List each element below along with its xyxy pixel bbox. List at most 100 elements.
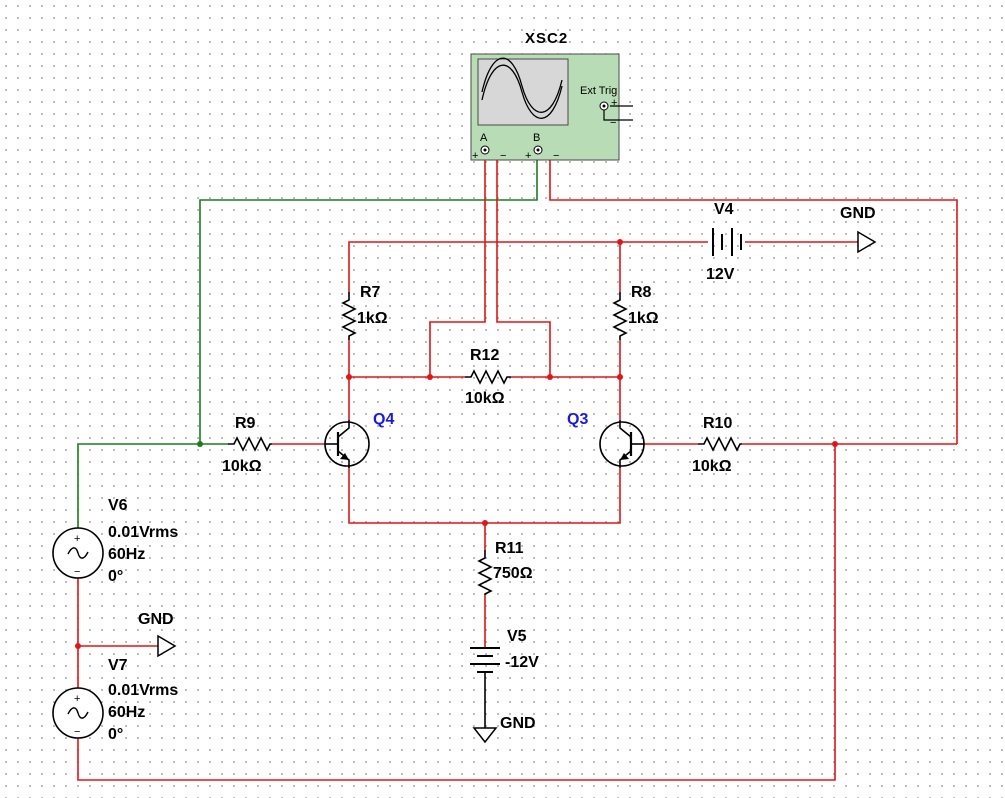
resistor-r7[interactable] (341, 292, 357, 340)
wires (77, 152, 958, 781)
v7-phase: 0° (108, 726, 123, 743)
r12-name: R12 (470, 347, 499, 364)
ground-arrow-icon (857, 230, 877, 254)
junctions (75, 239, 838, 649)
ground-icon[interactable] (157, 634, 177, 658)
r8-value: 1kΩ (628, 310, 659, 327)
v7-frequency: 60Hz (108, 704, 145, 721)
battery-v4[interactable] (712, 228, 742, 256)
oscilloscope-xsc2[interactable]: XSC2 Ext Trig + − A B + − + − (470, 30, 633, 162)
v4-value: 12V (706, 266, 735, 283)
ext-trig-minus: − (610, 117, 616, 129)
r10-name: R10 (703, 415, 732, 432)
wire-v7-return[interactable] (77, 444, 836, 781)
sine-icon (67, 547, 89, 559)
ground-icon[interactable] (857, 230, 877, 254)
wire-scope-a-plus[interactable] (429, 152, 486, 377)
gnd-v4-label: GND (840, 205, 876, 222)
r9-name: R9 (235, 415, 256, 432)
channel-a-minus: − (500, 150, 506, 162)
v6-minus-sign: − (74, 566, 80, 578)
junction-dot (346, 374, 352, 380)
wire-scope-to-input[interactable] (199, 152, 538, 444)
v7-amplitude: 0.01Vrms (108, 682, 178, 699)
junction-dot (547, 374, 553, 380)
resistor-r8[interactable] (612, 292, 628, 340)
v6-name: V6 (108, 497, 128, 514)
junction-dot (832, 441, 838, 447)
scope-name: XSC2 (525, 30, 568, 47)
v7-minus-sign: − (74, 726, 80, 738)
channel-b-label: B (533, 132, 540, 144)
wire-scope-a-minus[interactable] (496, 152, 551, 377)
r9-value: 10kΩ (222, 458, 262, 475)
transistor-collector (619, 420, 632, 438)
ext-trig-terminal-dot (602, 104, 606, 108)
v6-plus-sign: + (74, 533, 80, 545)
wire-vcc-rail[interactable] (348, 241, 708, 292)
r12-value: 10kΩ (465, 390, 505, 407)
ext-trig-lead (603, 110, 633, 121)
q4-name: Q4 (373, 411, 394, 428)
v6-frequency: 60Hz (108, 546, 145, 563)
r7-name: R7 (360, 284, 381, 301)
r10-value: 10kΩ (692, 458, 732, 475)
channel-b-terminal-dot (536, 148, 540, 152)
q3-name: Q3 (567, 411, 588, 428)
transistor-q3[interactable] (599, 420, 645, 468)
r8-name: R8 (631, 284, 652, 301)
transistor-collector (337, 420, 350, 438)
r11-name: R11 (495, 540, 524, 557)
scope-screen (477, 58, 569, 126)
wire-scope-b-loop[interactable] (549, 152, 958, 444)
channel-b-minus: − (553, 150, 559, 162)
v6-phase: 0° (108, 568, 123, 585)
ground-arrow-icon (157, 634, 177, 658)
sine-icon (67, 707, 89, 719)
channel-a-plus: + (472, 150, 478, 162)
v5-value: -12V (505, 654, 539, 671)
resistor-zigzag-icon (612, 292, 628, 340)
channel-a-label: A (480, 132, 488, 144)
resistor-zigzag-icon (341, 292, 357, 340)
transistor-emitter-arrow-icon (620, 453, 629, 460)
v5-name: V5 (507, 628, 527, 645)
v4-name: V4 (714, 201, 734, 218)
wire-input-to-v6[interactable] (77, 443, 200, 528)
resistor-zigzag-icon (698, 436, 742, 452)
resistor-r11[interactable] (477, 550, 493, 595)
ac-source-v6[interactable]: + − (52, 527, 104, 579)
scope-trace-icon (481, 57, 563, 113)
junction-dot (75, 643, 81, 649)
resistor-r9[interactable] (228, 436, 272, 452)
ac-source-v7[interactable]: + − (52, 687, 104, 739)
ground-icon[interactable] (472, 727, 498, 744)
junction-dot (482, 520, 488, 526)
gnd-v6v7-label: GND (138, 611, 174, 628)
transistor-body-icon (324, 421, 370, 467)
v7-plus-sign: + (74, 693, 80, 705)
junction-dot (427, 374, 433, 380)
scope-trace-icon (481, 64, 563, 119)
junction-dot (197, 441, 203, 447)
resistor-r12[interactable] (465, 369, 511, 385)
scope-ext-trig-label: Ext Trig (580, 85, 617, 97)
v7-name: V7 (108, 657, 128, 674)
battery-v5[interactable] (470, 647, 500, 673)
r7-value: 1kΩ (357, 310, 388, 327)
channel-a-terminal-dot (483, 148, 487, 152)
resistor-zigzag-icon (228, 436, 272, 452)
resistor-zigzag-icon (477, 550, 493, 595)
junction-dot (617, 239, 623, 245)
resistor-r10[interactable] (698, 436, 742, 452)
ext-trig-plus: + (611, 97, 617, 109)
gnd-v5-label: GND (500, 715, 536, 732)
junction-dot (617, 374, 623, 380)
transistor-q4[interactable] (324, 420, 370, 468)
channel-b-plus: + (525, 150, 531, 162)
transistor-emitter-arrow-icon (340, 453, 349, 460)
v6-amplitude: 0.01Vrms (108, 524, 178, 541)
r11-value: 750Ω (493, 565, 533, 582)
ground-arrow-icon (472, 727, 498, 744)
